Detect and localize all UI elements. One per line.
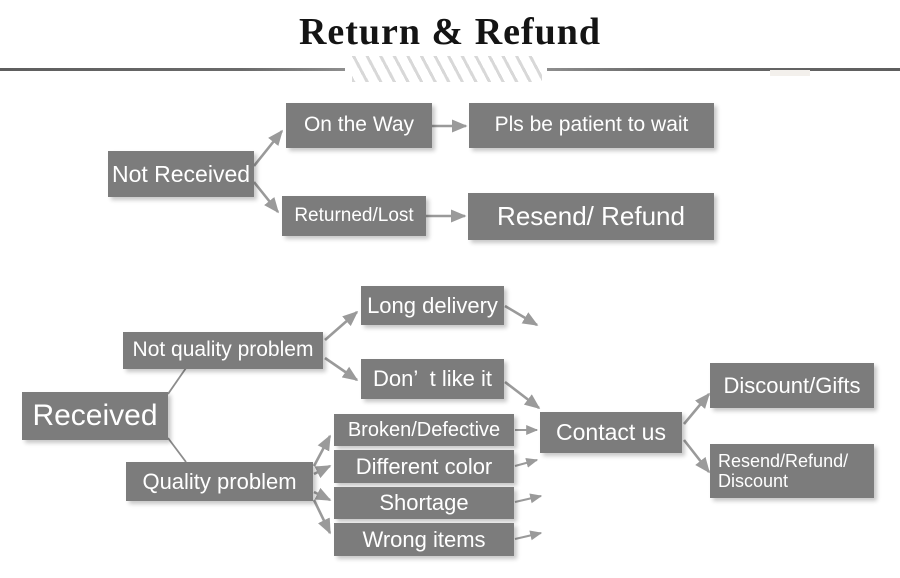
node-different-color[interactable]: Different color [334, 450, 514, 483]
node-label: Resend/Refund/ Discount [718, 450, 849, 491]
node-discount-gifts[interactable]: Discount/Gifts [710, 363, 874, 408]
node-not-received[interactable]: Not Received [108, 151, 254, 197]
node-not-quality-problem[interactable]: Not quality problem [123, 332, 323, 369]
page-title: Return & Refund [298, 11, 602, 53]
node-label: Broken/Defective [347, 418, 501, 441]
node-label: Long delivery [367, 292, 498, 318]
node-label: Discount/Gifts [723, 372, 861, 398]
node-label: Different color [355, 453, 493, 479]
node-label: Returned/Lost [294, 205, 414, 227]
divider-hatch-ornament [352, 56, 542, 82]
node-label: Shortage [379, 490, 469, 516]
node-label: Quality problem [142, 468, 297, 494]
node-label: On the Way [303, 113, 415, 137]
node-broken-defective[interactable]: Broken/Defective [334, 414, 514, 446]
node-wrong-items[interactable]: Wrong items [334, 523, 514, 556]
node-on-the-way[interactable]: On the Way [286, 103, 432, 148]
node-label: Contact us [556, 419, 666, 446]
divider-left-rule [0, 68, 345, 71]
node-quality-problem[interactable]: Quality problem [126, 462, 313, 501]
node-pls-be-patient-to-wait[interactable]: Pls be patient to wait [469, 103, 714, 148]
faint-watermark-mark [770, 70, 810, 76]
node-dont-like-it[interactable]: Don’ t like it [361, 359, 504, 399]
node-received[interactable]: Received [22, 392, 168, 440]
divider-right-rule [547, 68, 900, 71]
node-label: Resend/ Refund [497, 200, 685, 231]
node-label: Not Received [111, 160, 251, 187]
node-label: Received [32, 399, 158, 433]
node-label: Wrong items [362, 526, 486, 552]
node-label: Pls be patient to wait [494, 113, 689, 137]
node-returned-lost[interactable]: Returned/Lost [282, 196, 426, 236]
node-contact-us[interactable]: Contact us [540, 412, 682, 453]
node-long-delivery[interactable]: Long delivery [361, 286, 504, 325]
node-resend-refund[interactable]: Resend/ Refund [468, 193, 714, 240]
node-label: Don’ t like it [372, 366, 492, 392]
node-resend-refund-discount[interactable]: Resend/Refund/ Discount [710, 444, 874, 498]
node-label: Not quality problem [132, 338, 314, 362]
node-shortage[interactable]: Shortage [334, 487, 514, 519]
